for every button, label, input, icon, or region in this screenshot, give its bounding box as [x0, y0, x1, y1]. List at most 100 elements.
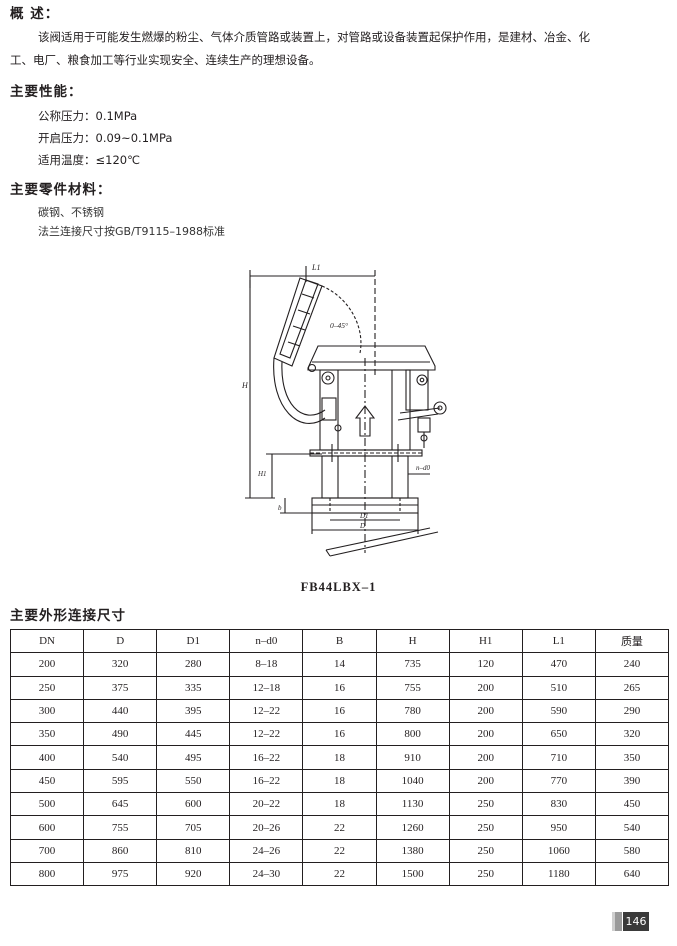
table-cell: 390	[594, 768, 670, 794]
table-cell: 650	[521, 722, 596, 747]
table-cell: 400	[9, 745, 85, 770]
table-cell: 200	[448, 675, 523, 700]
table-cell: 1040	[375, 768, 450, 794]
table-cell: 1060	[521, 838, 596, 863]
label-b: b	[278, 504, 282, 512]
table-cell: 540	[83, 745, 158, 770]
table-cell: 950	[521, 815, 596, 840]
page-tab-decoration	[615, 912, 622, 931]
page-number: 146	[623, 912, 649, 931]
column-header: D1	[156, 628, 231, 654]
table-cell: 16	[302, 698, 377, 724]
table-cell: 700	[9, 838, 85, 863]
column-header: n–d0	[229, 628, 304, 654]
table-cell: 590	[521, 698, 596, 724]
table-cell: 120	[448, 652, 523, 677]
table-cell: 830	[521, 792, 596, 817]
table-cell: 320	[594, 722, 670, 747]
table-cell: 500	[9, 792, 85, 817]
table-cell: 600	[9, 815, 85, 840]
label-l1: L1	[311, 263, 320, 272]
table-cell: 920	[156, 861, 231, 887]
table-cell: 200	[448, 722, 523, 747]
table-cell: 910	[375, 745, 450, 770]
table-cell: 440	[83, 698, 158, 724]
drawing-caption: FB44LBX–1	[300, 580, 377, 594]
table-cell: 16	[302, 722, 377, 747]
table-cell: 445	[156, 722, 231, 747]
table-cell: 250	[448, 792, 523, 817]
table-cell: 320	[83, 652, 158, 677]
valve-technical-drawing: L1 H H1 b 0–45°	[241, 263, 447, 557]
table-cell: 1260	[375, 815, 450, 840]
table-cell: 755	[375, 675, 450, 700]
table-cell: 755	[83, 815, 158, 840]
table-cell: 735	[375, 652, 450, 677]
table-cell: 22	[302, 838, 377, 863]
table-cell: 24–30	[229, 861, 304, 887]
table-cell: 1180	[521, 861, 596, 887]
table-cell: 8–18	[229, 652, 304, 677]
table-cell: 490	[83, 722, 158, 747]
table-cell: 22	[302, 861, 377, 887]
table-cell: 24–26	[229, 838, 304, 863]
materials-heading: 主要零件材料：	[10, 182, 112, 198]
overview-heading: 概 述：	[10, 6, 60, 22]
table-cell: 18	[302, 768, 377, 794]
materials-flange-standard: 法兰连接尺寸按GB/T9115–1988标准	[38, 225, 225, 238]
table-cell: 350	[9, 722, 85, 747]
overview-text: 该阀适用于可能发生燃爆的粉尘、气体介质管路或装置上，对管路或设备装置起保护作用，…	[10, 26, 670, 72]
table-cell: 495	[156, 745, 231, 770]
label-d: D	[359, 522, 365, 530]
table-cell: 375	[83, 675, 158, 700]
table-cell: 200	[448, 698, 523, 724]
table-cell: 250	[448, 838, 523, 863]
table-cell: 550	[156, 768, 231, 794]
table-cell: 540	[594, 815, 670, 840]
table-cell: 645	[83, 792, 158, 817]
table-cell: 20–26	[229, 815, 304, 840]
label-angle: 0–45°	[330, 321, 348, 330]
table-cell: 14	[302, 652, 377, 677]
label-d1: D1	[359, 512, 369, 520]
performance-opening-pressure: 开启压力：0.09~0.1MPa	[38, 131, 173, 145]
table-cell: 395	[156, 698, 231, 724]
column-header: DN	[9, 628, 85, 654]
table-cell: 290	[594, 698, 670, 724]
table-cell: 16–22	[229, 745, 304, 770]
table-cell: 705	[156, 815, 231, 840]
table-cell: 1500	[375, 861, 450, 887]
table-cell: 280	[156, 652, 231, 677]
table-cell: 1130	[375, 792, 450, 817]
label-h: H	[241, 381, 249, 390]
table-cell: 800	[9, 861, 85, 887]
label-h1: H1	[257, 470, 267, 478]
table-cell: 200	[448, 768, 523, 794]
table-cell: 450	[594, 792, 670, 817]
table-cell: 16	[302, 675, 377, 700]
performance-heading: 主要性能：	[10, 84, 83, 100]
table-cell: 350	[594, 745, 670, 770]
table-cell: 335	[156, 675, 231, 700]
table-cell: 240	[594, 652, 670, 677]
table-cell: 16–22	[229, 768, 304, 794]
table-cell: 300	[9, 698, 85, 724]
table-cell: 710	[521, 745, 596, 770]
dimensions-heading: 主要外形连接尺寸	[10, 608, 126, 624]
table-cell: 12–22	[229, 698, 304, 724]
column-header: B	[302, 628, 377, 654]
column-header: 质量	[594, 628, 670, 654]
table-cell: 12–18	[229, 675, 304, 700]
